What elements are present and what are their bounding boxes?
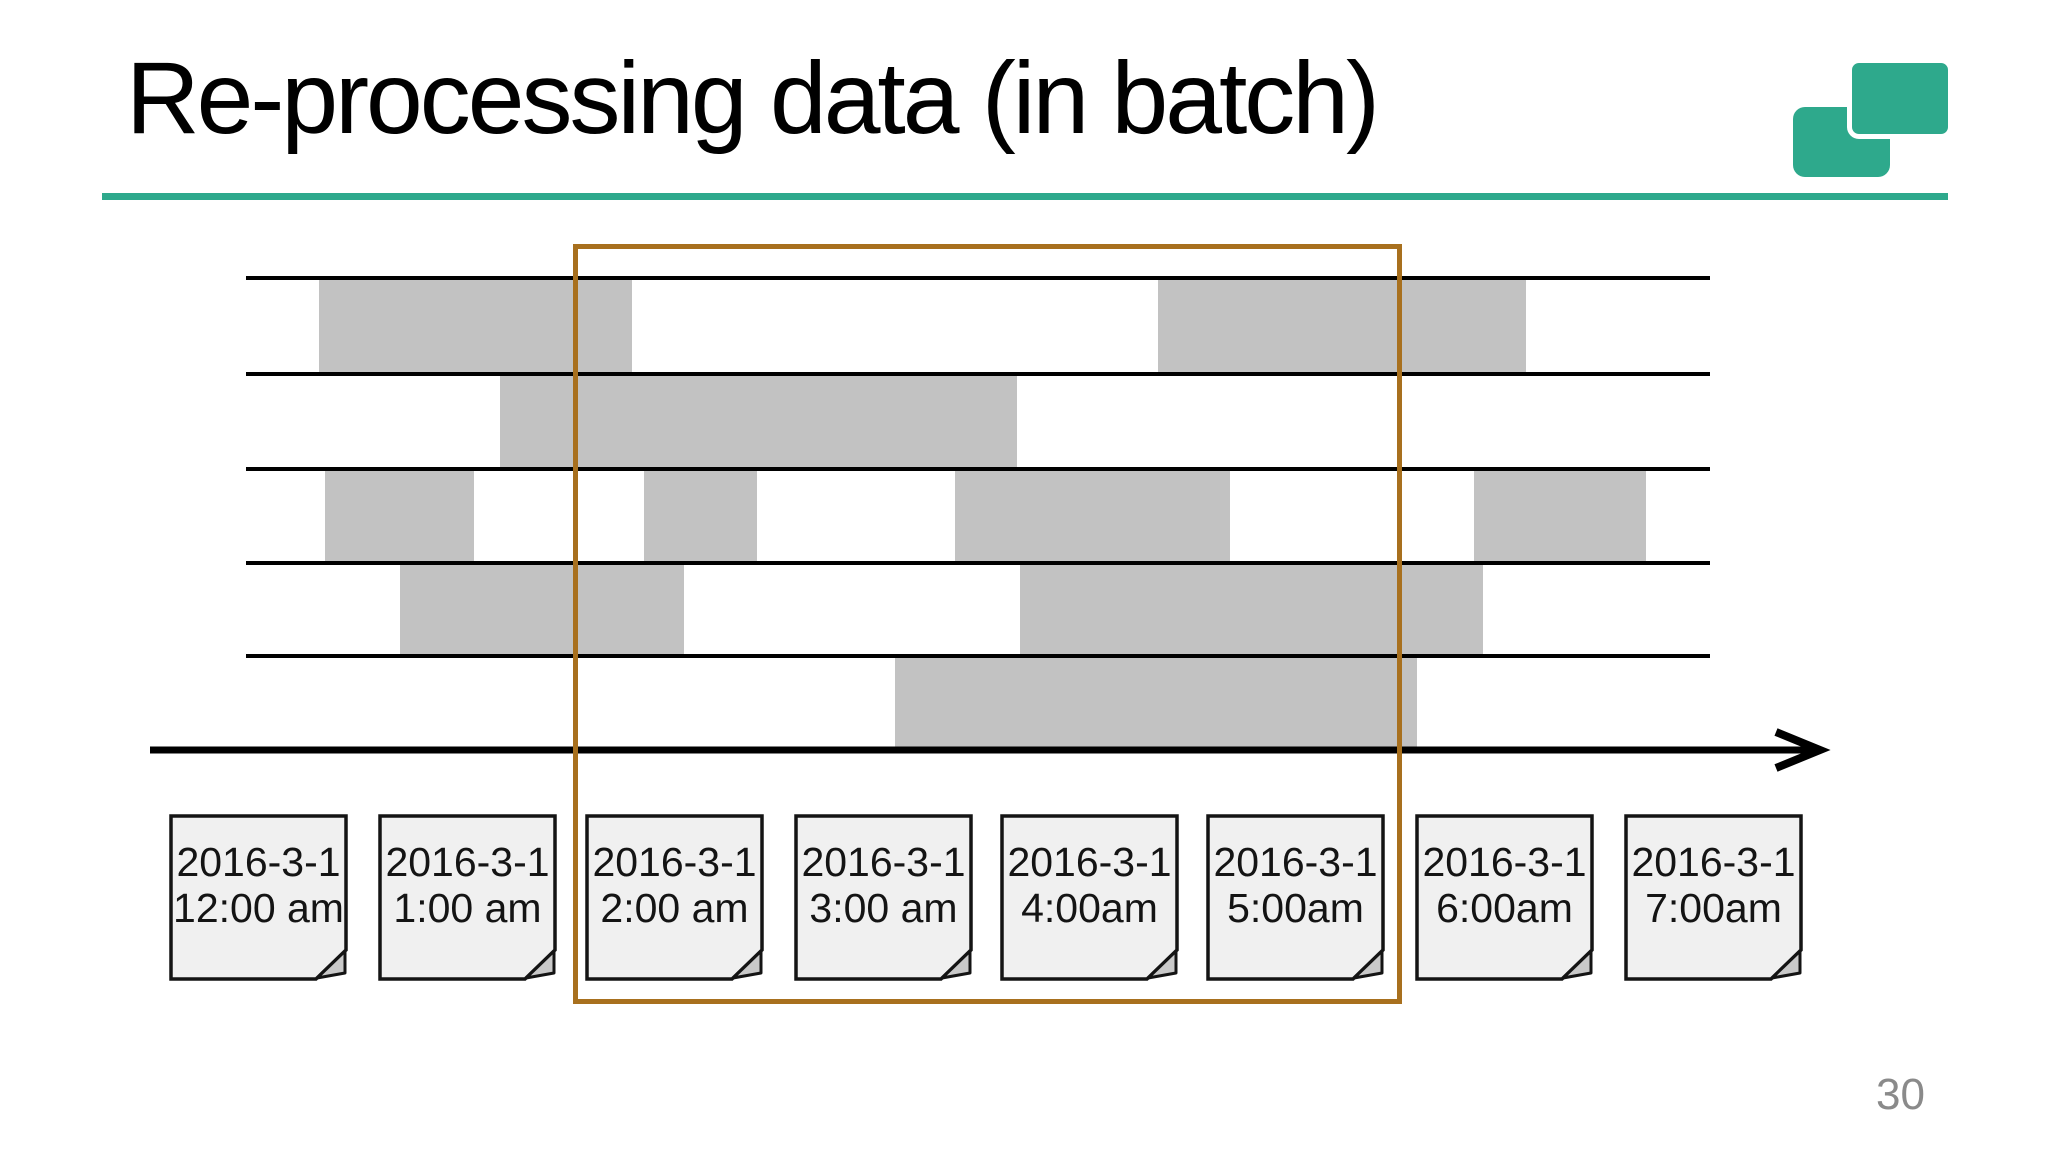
- file-note: 2016-3-1 4:00am: [1000, 814, 1179, 982]
- document-icon: [1206, 814, 1385, 981]
- file-note: 2016-3-1 7:00am: [1624, 814, 1803, 982]
- timeline-row-line: [246, 654, 1710, 658]
- file-note: 2016-3-1 5:00am: [1206, 814, 1385, 982]
- file-note-time: 4:00am: [1021, 884, 1158, 931]
- document-icon: [1000, 814, 1179, 981]
- activity-bar: [500, 374, 1017, 469]
- file-note-date: 2016-3-1: [1007, 839, 1172, 885]
- file-note-date: 2016-3-1: [592, 839, 757, 885]
- activity-bar: [1474, 469, 1646, 563]
- file-note-date: 2016-3-1: [1213, 839, 1378, 885]
- file-note-time: 5:00am: [1227, 884, 1364, 931]
- page-number: 30: [1876, 1070, 1925, 1119]
- document-icon: [1415, 814, 1594, 981]
- file-note-label: 2016-3-1 2:00 am: [585, 839, 764, 932]
- activity-bar: [325, 469, 474, 563]
- file-note: 2016-3-1 3:00 am: [794, 814, 973, 982]
- file-note-time: 2:00 am: [600, 884, 749, 931]
- activity-bar: [895, 656, 1417, 750]
- file-note-time: 7:00am: [1645, 884, 1782, 931]
- file-note-time: 1:00 am: [393, 884, 542, 931]
- document-icon: [169, 814, 348, 981]
- document-icon: [378, 814, 557, 981]
- document-icon: [1624, 814, 1803, 981]
- file-note-label: 2016-3-1 1:00 am: [378, 839, 557, 932]
- file-note-time: 6:00am: [1436, 884, 1573, 931]
- time-axis-arrow: [150, 728, 1831, 772]
- logo-front-square: [1847, 58, 1953, 139]
- document-icon: [794, 814, 973, 981]
- document-icon: [585, 814, 764, 981]
- file-note-time: 12:00 am: [173, 884, 344, 931]
- file-note-label: 2016-3-1 5:00am: [1206, 839, 1385, 932]
- activity-bar: [955, 469, 1230, 563]
- file-note-label: 2016-3-1 7:00am: [1624, 839, 1803, 932]
- file-note-date: 2016-3-1: [1631, 839, 1796, 885]
- file-note-label: 2016-3-1 6:00am: [1415, 839, 1594, 932]
- file-note: 2016-3-1 12:00 am: [169, 814, 348, 982]
- file-note-date: 2016-3-1: [176, 839, 341, 885]
- file-note-date: 2016-3-1: [385, 839, 550, 885]
- file-note-date: 2016-3-1: [801, 839, 966, 885]
- timeline-row-line: [246, 561, 1710, 565]
- activity-bar: [319, 278, 632, 374]
- timeline-row-line: [246, 467, 1710, 471]
- file-note-time: 3:00 am: [809, 884, 958, 931]
- activity-bar: [1020, 563, 1483, 656]
- batch-window-highlight-box: [573, 244, 1402, 1004]
- overlapping-squares-logo-icon: [1780, 50, 1960, 190]
- timeline-row-line: [246, 276, 1710, 280]
- file-note: 2016-3-1 1:00 am: [378, 814, 557, 982]
- file-note-date: 2016-3-1: [1422, 839, 1587, 885]
- slide-title: Re-processing data (in batch): [126, 41, 1380, 155]
- activity-bar: [400, 563, 684, 656]
- file-note: 2016-3-1 6:00am: [1415, 814, 1594, 982]
- file-note-label: 2016-3-1 4:00am: [1000, 839, 1179, 932]
- title-underline: [102, 193, 1948, 200]
- file-note: 2016-3-1 2:00 am: [585, 814, 764, 982]
- file-note-label: 2016-3-1 12:00 am: [169, 839, 348, 932]
- timeline-row-line: [246, 372, 1710, 376]
- file-note-label: 2016-3-1 3:00 am: [794, 839, 973, 932]
- activity-bar: [644, 469, 757, 563]
- activity-bar: [1158, 278, 1526, 374]
